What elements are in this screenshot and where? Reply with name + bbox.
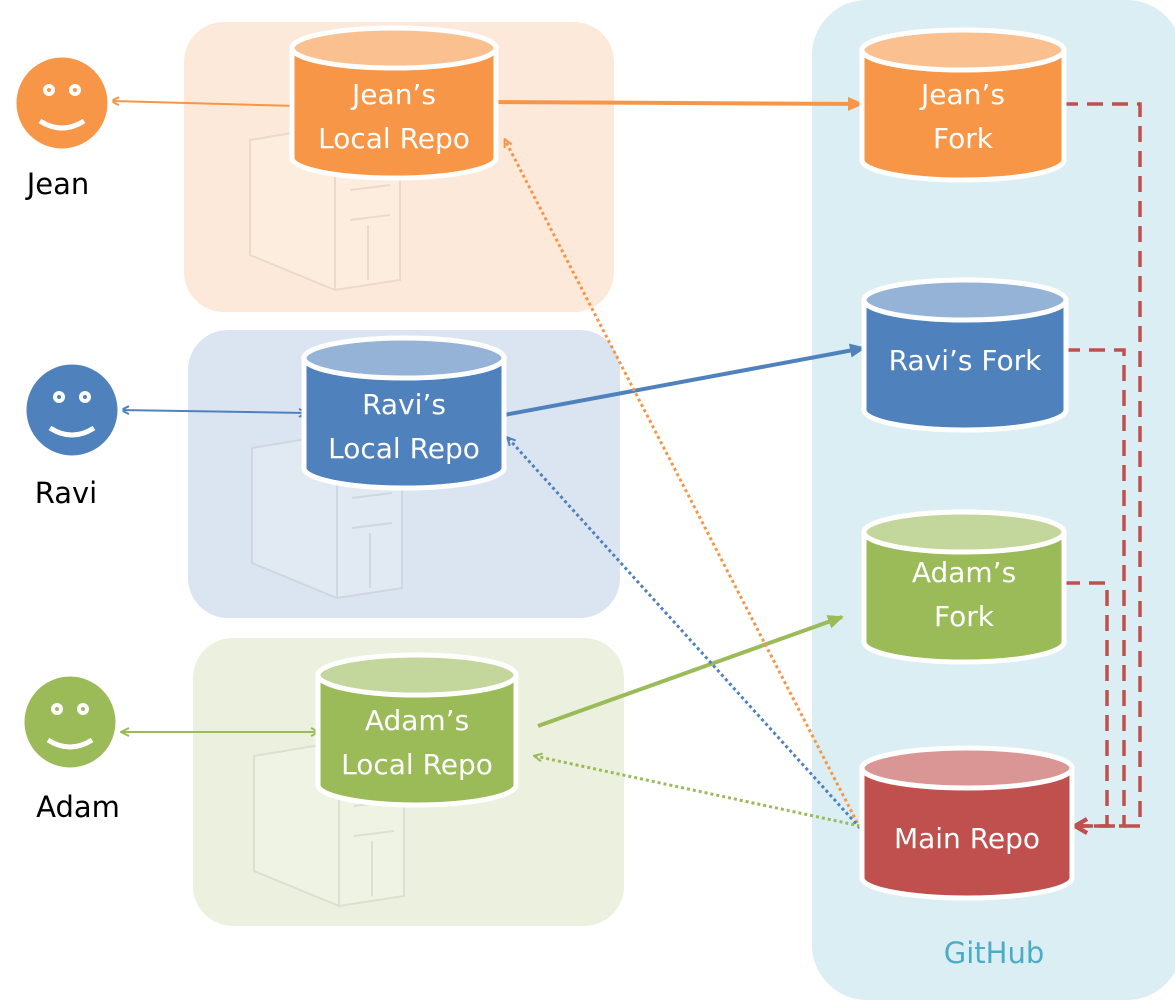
adam-pull-arrow	[535, 756, 861, 828]
ravi-pr-arrow	[1064, 348, 1126, 835]
repo-label-line2: Fork	[934, 600, 995, 633]
person-label-ravi: Ravi	[35, 476, 98, 510]
repo-label-line1: Adam’s	[365, 704, 469, 737]
person-label-adam: Adam	[36, 790, 120, 824]
repo-label-line1: Ravi’s Fork	[889, 344, 1042, 377]
repo-label-line2: Local Repo	[328, 432, 480, 465]
repo-label-line2: Local Repo	[341, 748, 493, 781]
repo-label-line1: Jean’s	[350, 78, 436, 111]
ravi-fork[interactable]: Ravi’s Fork	[861, 277, 1069, 433]
repo-label-line2: Local Repo	[318, 122, 470, 155]
adam-pr-arrow	[1064, 581, 1109, 835]
repo-label-line1: Jean’s	[919, 78, 1005, 111]
person-label-jean: Jean	[25, 167, 90, 201]
jean-push-arrow	[493, 96, 864, 111]
ravi-sync-arrow	[122, 410, 306, 413]
jean-sync-arrow	[112, 101, 298, 106]
repo-label-line1: Adam’s	[912, 556, 1016, 589]
repo-label-line1: Ravi’s	[362, 388, 446, 421]
smiley-face-icon-ravi	[21, 359, 123, 461]
smiley-face-icon-adam	[19, 671, 121, 773]
repo-label-line1: Main Repo	[894, 822, 1040, 855]
adam-push-arrow	[537, 615, 844, 728]
main-repo[interactable]: Main Repo	[859, 745, 1075, 901]
ravi-push-arrow	[503, 343, 866, 417]
github-label: GitHub	[944, 936, 1045, 970]
smiley-face-icon-jean	[11, 52, 113, 154]
repo-label-line2: Fork	[933, 122, 994, 155]
